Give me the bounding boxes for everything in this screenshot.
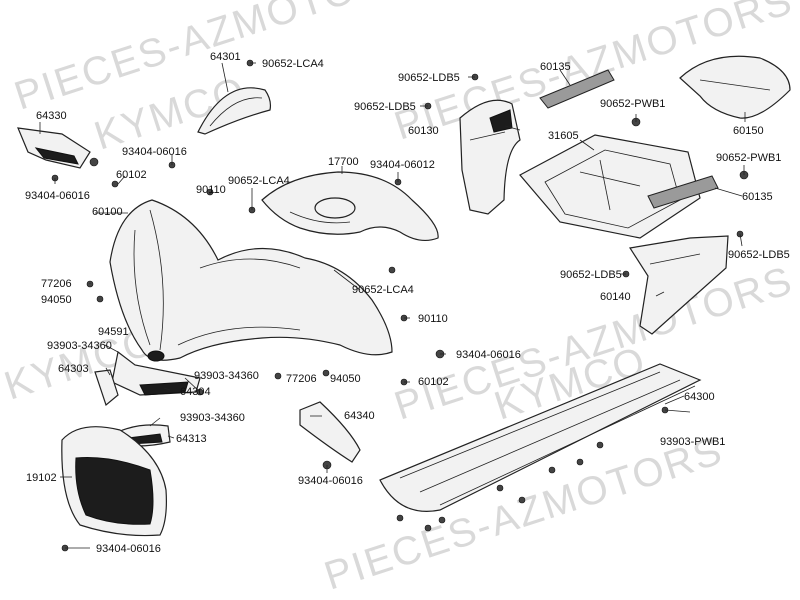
part-label: 90652-PWB1 bbox=[716, 152, 781, 164]
part-label: 60140 bbox=[600, 291, 631, 303]
part-label: 93404-06016 bbox=[298, 475, 363, 487]
part-label: 77206 bbox=[286, 373, 317, 385]
part-label: 64330 bbox=[36, 110, 67, 122]
part-label: 60100 bbox=[92, 206, 123, 218]
part-label: 60102 bbox=[418, 376, 449, 388]
bracket-part bbox=[17, 127, 91, 169]
part-label: 90652-LCA4 bbox=[352, 284, 414, 296]
side-guard-part bbox=[629, 235, 729, 335]
part-label: 64313 bbox=[176, 433, 207, 445]
part-label: 94591 bbox=[98, 326, 129, 338]
front-fender-part bbox=[109, 199, 393, 361]
part-label: 93404-06016 bbox=[96, 543, 161, 555]
part-label: 17700 bbox=[328, 156, 359, 168]
part-label: 93404-06016 bbox=[25, 190, 90, 202]
part-label: 93903-34360 bbox=[47, 340, 112, 352]
part-label: 93404-06016 bbox=[122, 146, 187, 158]
part-label: 60135 bbox=[742, 191, 773, 203]
part-label: 90110 bbox=[196, 184, 226, 196]
leader-lines bbox=[39, 62, 746, 549]
part-label: 90652-LDB5 bbox=[728, 249, 790, 261]
part-label: 60135 bbox=[540, 61, 571, 73]
part-label: 90652-LDB5 bbox=[354, 101, 416, 113]
part-label: 94050 bbox=[330, 373, 361, 385]
part-label: 93404-06012 bbox=[370, 159, 435, 171]
fastener-set bbox=[51, 59, 749, 552]
part-label: 93903-PWB1 bbox=[660, 436, 725, 448]
part-label: 93404-06016 bbox=[456, 349, 521, 361]
lower-plate-part bbox=[647, 175, 719, 209]
part-label: 93903-34360 bbox=[194, 370, 259, 382]
part-label: 90652-LDB5 bbox=[398, 72, 460, 84]
part-label: 90652-LDB5 bbox=[560, 269, 622, 281]
rear-bracket-part bbox=[679, 55, 791, 119]
carrier-tray-part bbox=[519, 134, 701, 239]
part-label: 90652-LCA4 bbox=[228, 175, 290, 187]
part-label: 94050 bbox=[41, 294, 72, 306]
part-label: 64300 bbox=[684, 391, 715, 403]
part-label: 60150 bbox=[733, 125, 764, 137]
upper-plate-part bbox=[539, 69, 615, 109]
part-label: 77206 bbox=[41, 278, 72, 290]
part-label: 64340 bbox=[344, 410, 375, 422]
part-label: 64301 bbox=[210, 51, 241, 63]
part-label: 60102 bbox=[116, 169, 147, 181]
part-label: 60130 bbox=[408, 125, 439, 137]
part-label: 64303 bbox=[58, 363, 89, 375]
part-label: 93903-34360 bbox=[180, 412, 245, 424]
part-label: 19102 bbox=[26, 472, 57, 484]
part-label: 90110 bbox=[418, 313, 448, 325]
side-cover-part bbox=[299, 401, 361, 463]
part-label: 31605 bbox=[548, 130, 579, 142]
part-labels: 64301 90652-LCA4 64330 93404-06016 93404… bbox=[25, 51, 790, 555]
part-label: 90652-LCA4 bbox=[262, 58, 324, 70]
part-label: 90652-PWB1 bbox=[600, 98, 665, 110]
windscreen-part bbox=[197, 87, 272, 135]
part-label: 64304 bbox=[180, 386, 211, 398]
